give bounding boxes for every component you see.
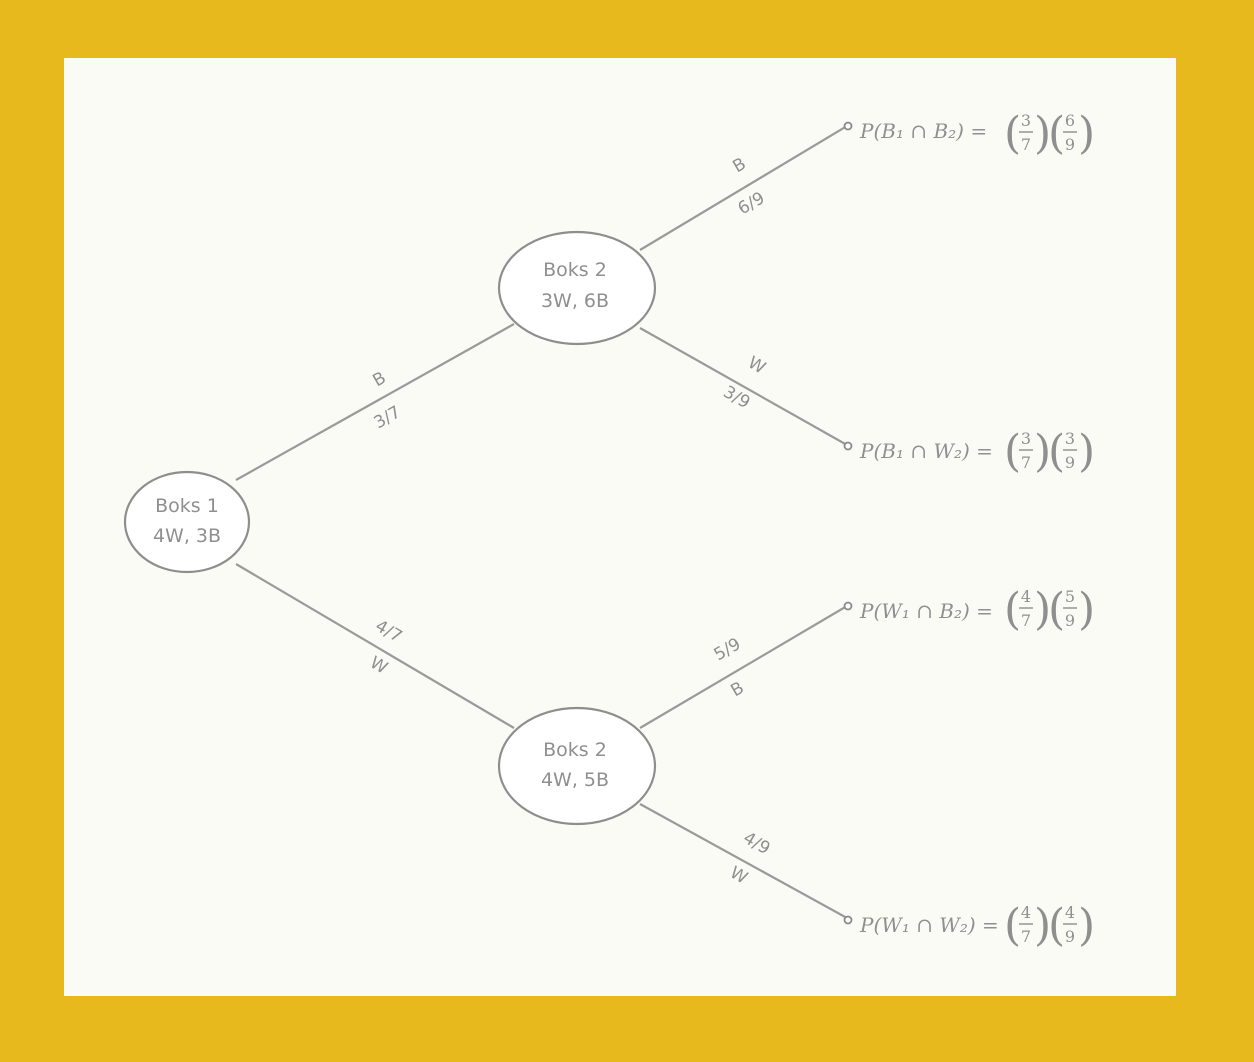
edge-bottom-to-outcome-wb — [639, 605, 848, 729]
outcome-bw-paren-close-1: ) — [1034, 426, 1051, 477]
outcome-ww-f1-num: 4 — [1021, 903, 1031, 922]
outcome-bw-paren-open-1: ( — [1004, 426, 1021, 477]
outcome-ww-endpoint — [843, 915, 853, 925]
node-box1-content: 4W, 3B — [153, 525, 221, 547]
outcome-wb-label: P(W₁ ∩ B₂) = — [859, 599, 993, 623]
node-box1-title: Boks 1 — [155, 495, 219, 517]
branch-label-b1-top: B 3/7 — [369, 368, 404, 433]
outcome-wb-paren-open-1: ( — [1004, 584, 1021, 635]
outcome-bb-paren-open-2: ( — [1048, 108, 1065, 159]
outcome-wb-endpoint — [843, 601, 853, 611]
diagram-page: Boks 1 4W, 3B Boks 2 3W, 6B Boks 2 4W, 5… — [64, 58, 1176, 996]
branch-event-top-up: B — [729, 154, 749, 177]
outcome-bw-f1-num: 3 — [1021, 429, 1031, 448]
branch-prob-b1-bottom: 4/7 — [372, 616, 406, 647]
outcome-bb-f1-den: 7 — [1021, 135, 1031, 154]
outcome-wb-f1-num: 4 — [1021, 587, 1031, 606]
branch-label-top-down: W 3/9 — [720, 353, 769, 413]
outcome-bb-endpoint — [843, 121, 853, 131]
branch-label-b1-bottom: 4/7 W — [366, 616, 405, 678]
outcome-bb-f1-num: 3 — [1021, 111, 1031, 130]
branch-label-top-up: B 6/9 — [729, 154, 768, 219]
branch-event-bottom-up: B — [727, 678, 747, 701]
outcome-bb-label: P(B₁ ∩ B₂) = — [859, 119, 987, 143]
outcome-bb-paren-open-1: ( — [1004, 108, 1021, 159]
branch-event-top-down: W — [744, 353, 769, 379]
node-box2-bottom-title: Boks 2 — [543, 739, 607, 761]
node-box2-bottom-content: 4W, 5B — [541, 769, 609, 791]
branch-event-b1-top: B — [369, 368, 389, 391]
outcome-ww-paren-close-2: ) — [1078, 900, 1095, 951]
outcome-bw: P(B₁ ∩ W₂) = ( 3 7 ) ( 3 9 ) — [843, 426, 1095, 477]
branch-event-b1-bottom: W — [366, 653, 391, 679]
outcome-ww-f2-num: 4 — [1065, 903, 1075, 922]
branch-prob-top-down: 3/9 — [720, 382, 754, 413]
outcome-wb: P(W₁ ∩ B₂) = ( 4 7 ) ( 5 9 ) — [843, 584, 1095, 635]
branch-label-bottom-down: 4/9 W — [726, 828, 773, 888]
outcome-ww-label: P(W₁ ∩ W₂) = — [859, 913, 999, 937]
node-box2-top: Boks 2 3W, 6B — [497, 230, 657, 346]
outcome-bb-f2-num: 6 — [1065, 111, 1075, 130]
outcome-bw-label: P(B₁ ∩ W₂) = — [859, 439, 993, 463]
outcome-bw-paren-close-2: ) — [1078, 426, 1095, 477]
edge-top-to-outcome-bb — [639, 125, 848, 251]
node-box1: Boks 1 4W, 3B — [123, 470, 251, 574]
branch-prob-bottom-up: 5/9 — [711, 634, 745, 665]
outcome-bw-f2-den: 9 — [1065, 453, 1075, 472]
edge-box1-to-box2-bottom — [235, 563, 515, 729]
outcome-bw-f2-num: 3 — [1065, 429, 1075, 448]
outcome-wb-f2-num: 5 — [1065, 587, 1075, 606]
outcome-bb-paren-close-2: ) — [1078, 108, 1095, 159]
outcome-wb-f1-den: 7 — [1021, 611, 1031, 630]
outcome-ww-f1-den: 7 — [1021, 927, 1031, 946]
outcome-bw-endpoint — [843, 441, 853, 451]
edge-top-to-outcome-bw — [639, 327, 848, 446]
outcome-bb-paren-close-1: ) — [1034, 108, 1051, 159]
probability-tree: Boks 1 4W, 3B Boks 2 3W, 6B Boks 2 4W, 5… — [123, 108, 1095, 951]
outcome-ww-paren-open-1: ( — [1004, 900, 1021, 951]
outcome-ww-f2-den: 9 — [1065, 927, 1075, 946]
node-box2-top-content: 3W, 6B — [541, 290, 609, 312]
outcome-ww-paren-close-1: ) — [1034, 900, 1051, 951]
outcome-bb-f2-den: 9 — [1065, 135, 1075, 154]
outcome-wb-paren-open-2: ( — [1048, 584, 1065, 635]
outcome-bb: P(B₁ ∩ B₂) = ( 3 7 ) ( 6 9 ) — [843, 108, 1095, 159]
outcome-wb-paren-close-1: ) — [1034, 584, 1051, 635]
edge-bottom-to-outcome-ww — [639, 803, 848, 919]
branch-prob-b1-top: 3/7 — [371, 402, 405, 433]
outcome-wb-paren-close-2: ) — [1078, 584, 1095, 635]
node-box2-top-title: Boks 2 — [543, 259, 607, 281]
branch-prob-bottom-down: 4/9 — [740, 828, 774, 859]
branch-prob-top-up: 6/9 — [735, 188, 769, 219]
outcome-ww: P(W₁ ∩ W₂) = ( 4 7 ) ( 4 9 ) — [843, 900, 1095, 951]
outcome-bw-paren-open-2: ( — [1048, 426, 1065, 477]
edge-box1-to-box2-top — [235, 323, 515, 481]
outcome-ww-paren-open-2: ( — [1048, 900, 1065, 951]
node-box2-bottom: Boks 2 4W, 5B — [497, 706, 657, 826]
branch-event-bottom-down: W — [726, 863, 751, 889]
outcome-bw-f1-den: 7 — [1021, 453, 1031, 472]
outcome-wb-f2-den: 9 — [1065, 611, 1075, 630]
